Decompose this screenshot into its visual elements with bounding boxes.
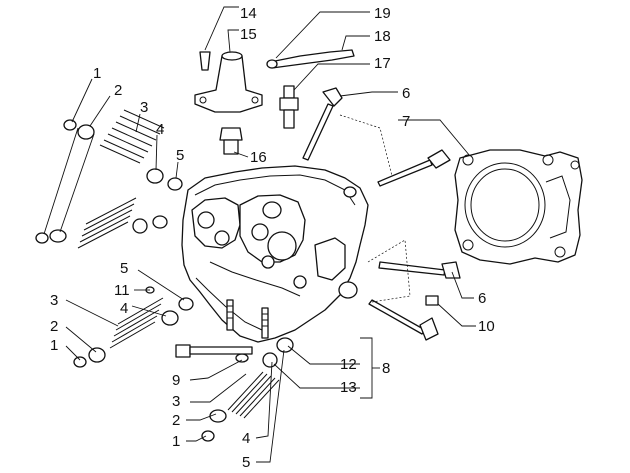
callout-9: 9 xyxy=(172,372,180,389)
callout-labels: 14 15 19 18 17 6 7 1 2 3 4 5 16 5 11 4 3… xyxy=(50,5,495,471)
valve-spring-upper xyxy=(63,109,183,191)
callout-1-left: 1 xyxy=(50,337,58,354)
callout-2-left: 2 xyxy=(50,318,58,335)
callout-19: 19 xyxy=(374,5,391,22)
head-gasket xyxy=(454,149,583,265)
valve-lower-lower xyxy=(368,299,439,341)
callout-1-upper: 1 xyxy=(93,65,101,82)
valve-spring-lower-left xyxy=(73,286,194,368)
spark-plug-insert xyxy=(219,127,243,155)
head-bolt xyxy=(175,344,253,358)
callout-15: 15 xyxy=(240,26,257,43)
coolant-hose xyxy=(269,49,355,69)
callout-6-upper: 6 xyxy=(402,85,410,102)
callout-5-upper: 5 xyxy=(176,147,184,164)
callout-4-middle: 4 xyxy=(120,300,128,317)
callout-11: 11 xyxy=(114,282,130,299)
callout-18: 18 xyxy=(374,28,391,45)
callout-1-lower: 1 xyxy=(172,433,180,450)
callout-2-lower: 2 xyxy=(172,412,180,429)
cylinder-head xyxy=(181,165,369,343)
callout-16: 16 xyxy=(250,149,267,166)
callout-6-lower: 6 xyxy=(478,290,486,307)
leader-lines xyxy=(43,6,476,463)
callout-5-lower: 5 xyxy=(242,454,250,471)
callout-8: 8 xyxy=(382,360,390,377)
valve-upper-right xyxy=(377,149,451,187)
valve-upper-left xyxy=(302,87,343,161)
callout-12: 12 xyxy=(340,356,357,373)
callout-10: 10 xyxy=(478,318,495,335)
valve-spring-middle xyxy=(35,197,168,249)
callout-4-lower: 4 xyxy=(242,430,250,447)
callout-14: 14 xyxy=(240,5,257,22)
callout-17: 17 xyxy=(374,55,391,72)
callout-7: 7 xyxy=(402,113,410,130)
callout-3-upper: 3 xyxy=(140,99,148,116)
callout-2-upper: 2 xyxy=(114,82,122,99)
valve-lower-upper xyxy=(378,261,461,279)
callout-3-left: 3 xyxy=(50,292,58,309)
callout-5-middle: 5 xyxy=(120,260,128,277)
dowel-pin xyxy=(425,295,439,306)
bolt-14 xyxy=(199,51,211,71)
thermostat-housing xyxy=(194,51,263,113)
hose-clamp xyxy=(266,59,278,69)
callout-13: 13 xyxy=(340,379,357,396)
callout-4-upper: 4 xyxy=(156,121,164,138)
callout-3-lower: 3 xyxy=(172,393,180,410)
temperature-sensor xyxy=(279,85,299,129)
